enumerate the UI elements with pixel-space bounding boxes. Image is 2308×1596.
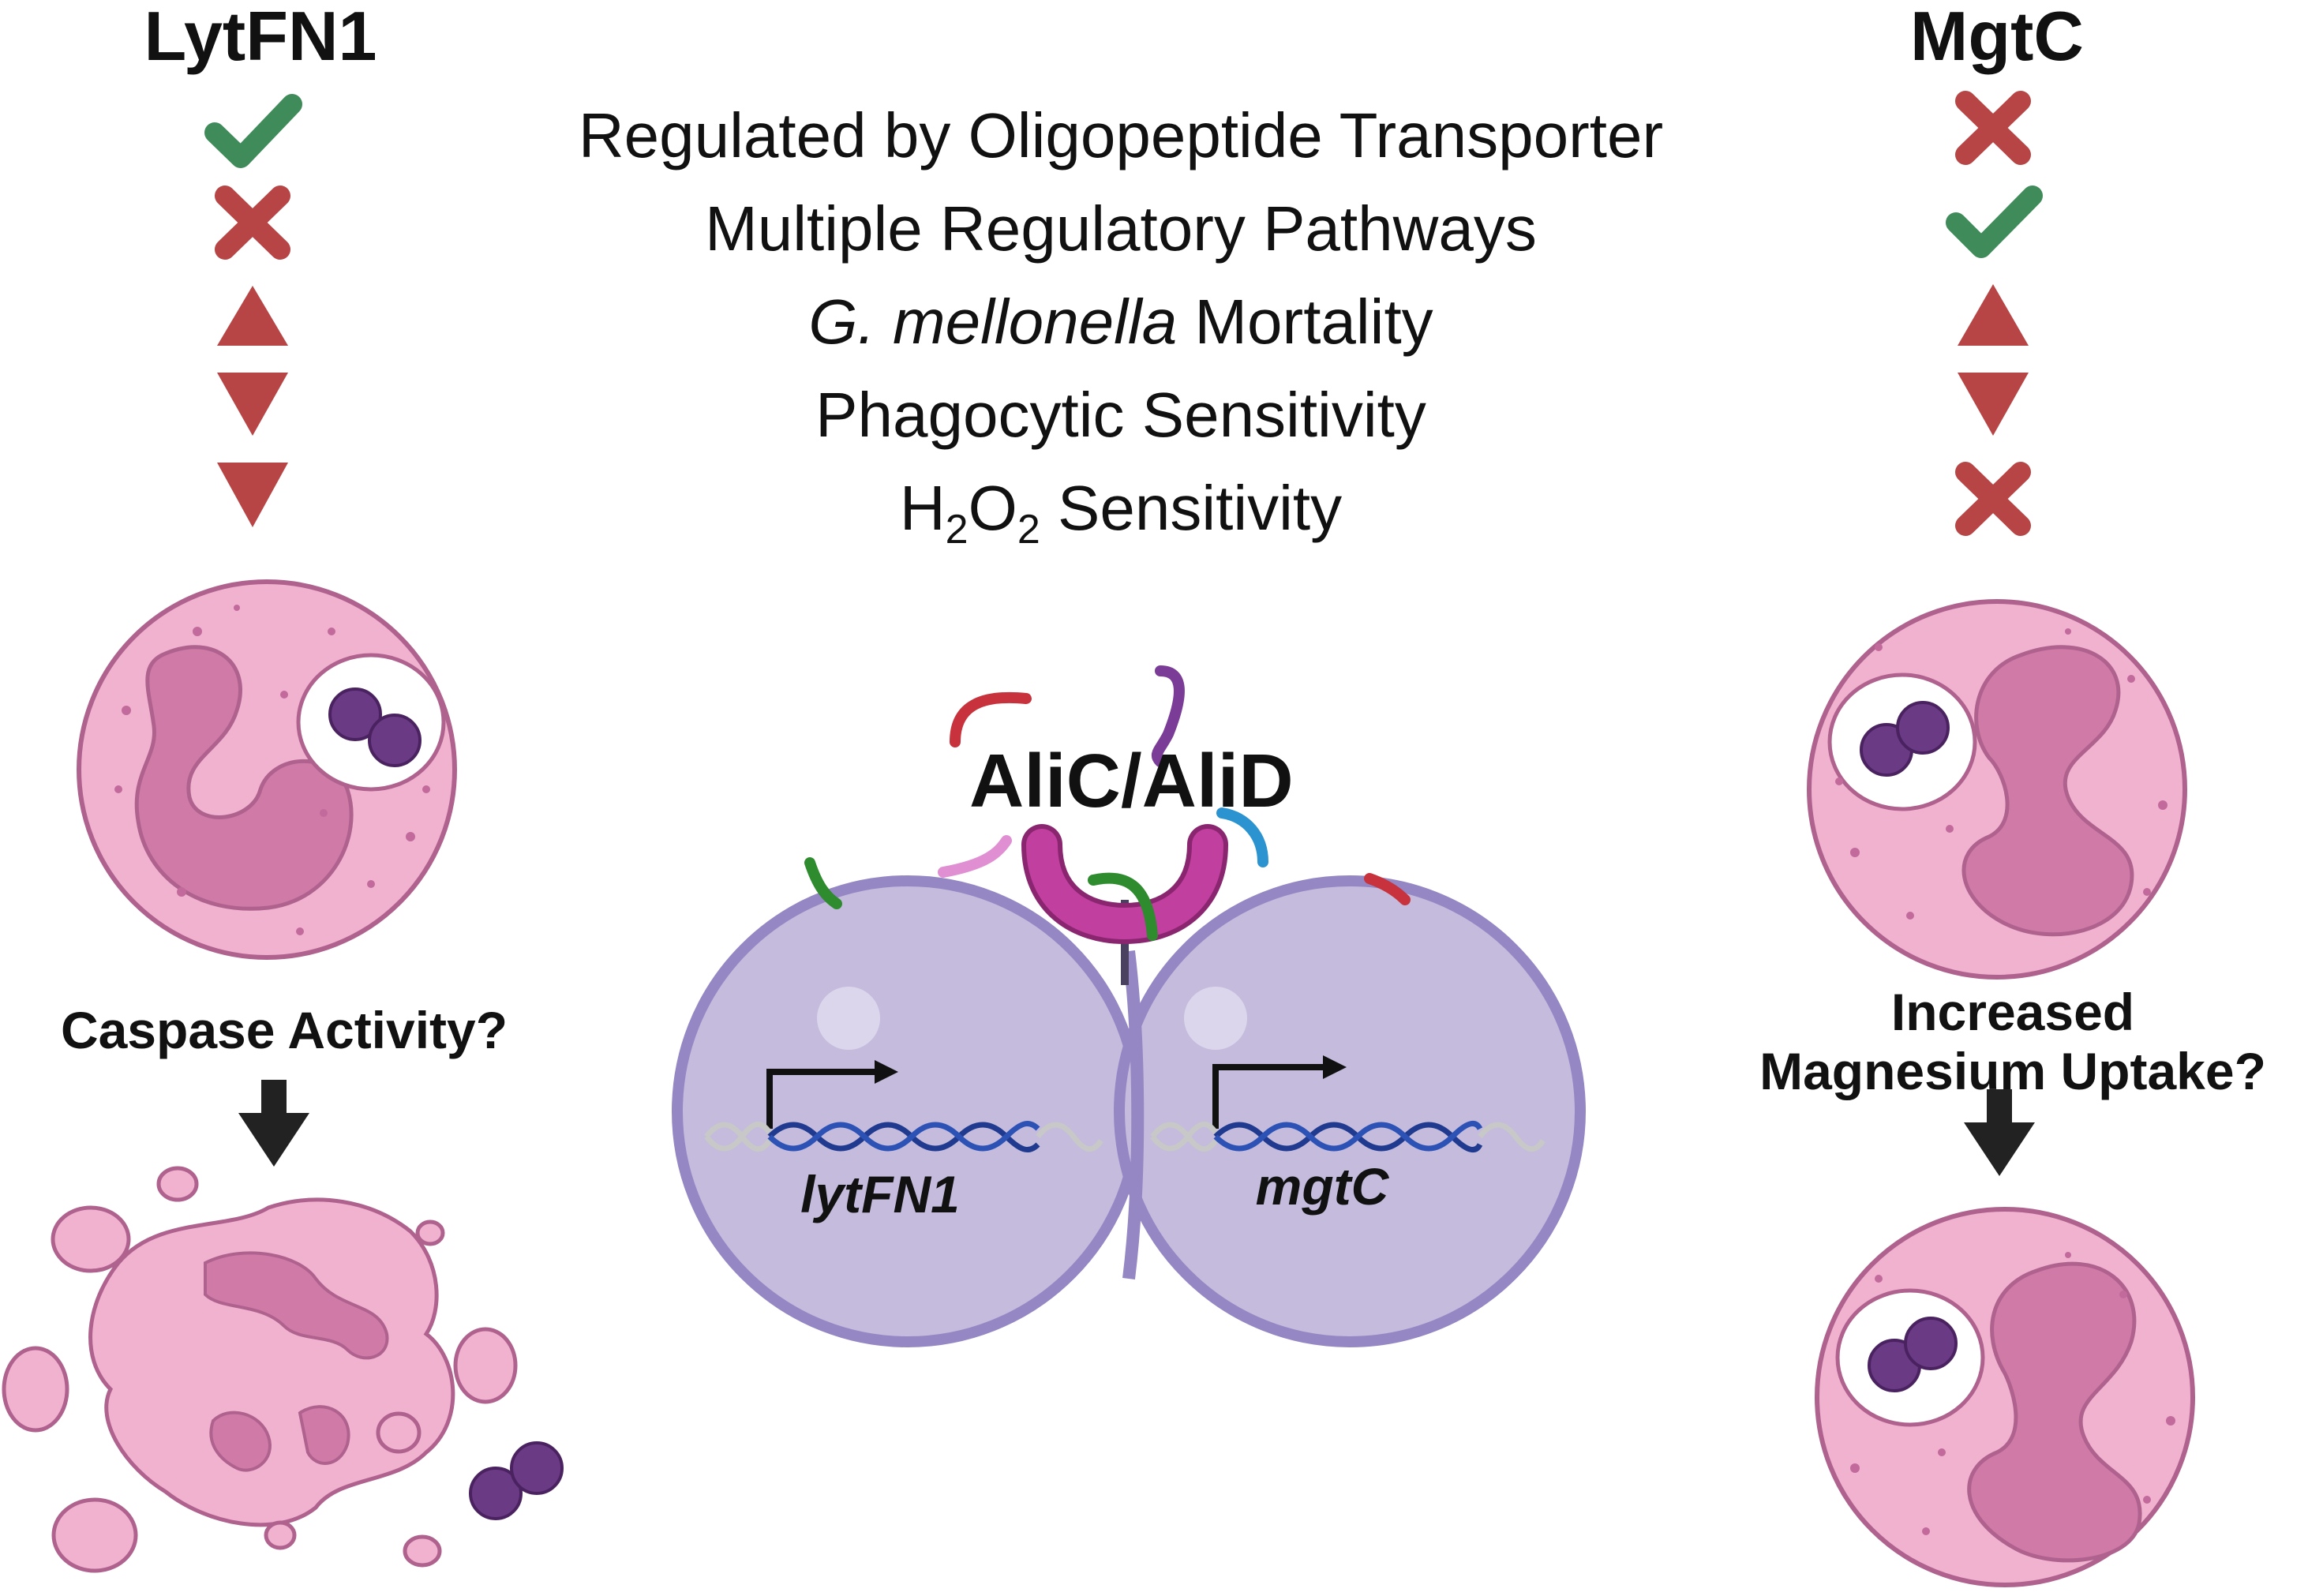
right-column-title: MgtC — [1910, 0, 2084, 75]
down-triangle-icon — [1958, 373, 2029, 436]
cross-icon — [1955, 91, 2031, 165]
dna-left — [704, 1121, 1103, 1152]
left-indicators — [204, 94, 302, 527]
diplococcus — [672, 875, 1586, 1347]
right-gene — [1150, 1055, 1546, 1152]
up-triangle-icon — [217, 286, 288, 346]
down-triangle-icon — [217, 463, 288, 527]
left-caption: Caspase Activity? — [60, 1001, 508, 1059]
feature-mortality: G. mellonella Mortality — [442, 290, 1800, 354]
h2o2-h: H — [899, 473, 946, 543]
cross-icon — [1955, 462, 2031, 536]
left-down-arrow — [238, 1080, 309, 1167]
left-column-title: LytFN1 — [144, 0, 377, 75]
h2o2-sub2: 2 — [1017, 507, 1040, 553]
right-caption-line2: Magnesium Uptake? — [1759, 1042, 2266, 1100]
down-triangle-icon — [217, 373, 288, 436]
right-caption-line1: Increased — [1890, 983, 2135, 1041]
right-indicators — [1946, 91, 2043, 536]
right-neutrophil-bottom — [1815, 1207, 2195, 1587]
h2o2-sub1: 2 — [945, 507, 969, 553]
h2o2-rest: Sensitivity — [1040, 473, 1343, 543]
lysed-neutrophil — [2, 1166, 518, 1573]
feature-mortality-rest: Mortality — [1177, 287, 1433, 357]
complex-label: AliC/AliD — [969, 739, 1294, 823]
h2o2-o: O — [968, 473, 1017, 543]
free-bacterium — [469, 1441, 564, 1520]
right-neutrophil-top — [1807, 599, 2187, 980]
gene-label-right: mgtC — [1255, 1157, 1389, 1216]
dna-right — [1150, 1121, 1546, 1152]
check-icon — [1946, 185, 2043, 258]
receptor — [1021, 824, 1228, 985]
up-triangle-icon — [1958, 284, 2029, 346]
left-gene — [704, 1060, 1103, 1152]
feature-mortality-species: G. mellonella — [808, 287, 1178, 357]
feature-regulatory-pathways: Multiple Regulatory Pathways — [705, 193, 1537, 264]
feature-phagocytic: Phagocytic Sensitivity — [815, 380, 1426, 450]
right-down-arrow — [1964, 1089, 2035, 1176]
left-neutrophil — [77, 579, 457, 960]
cross-icon — [215, 185, 290, 260]
feature-h2o2: H2O2 Sensitivity — [442, 477, 1800, 553]
peptides — [804, 665, 1411, 941]
feature-oligopeptide: Regulated by Oligopeptide Transporter — [578, 100, 1664, 170]
check-icon — [204, 94, 302, 168]
gene-label-left: lytFN1 — [800, 1165, 960, 1223]
lysed-nucleus-fragments — [204, 1251, 389, 1472]
